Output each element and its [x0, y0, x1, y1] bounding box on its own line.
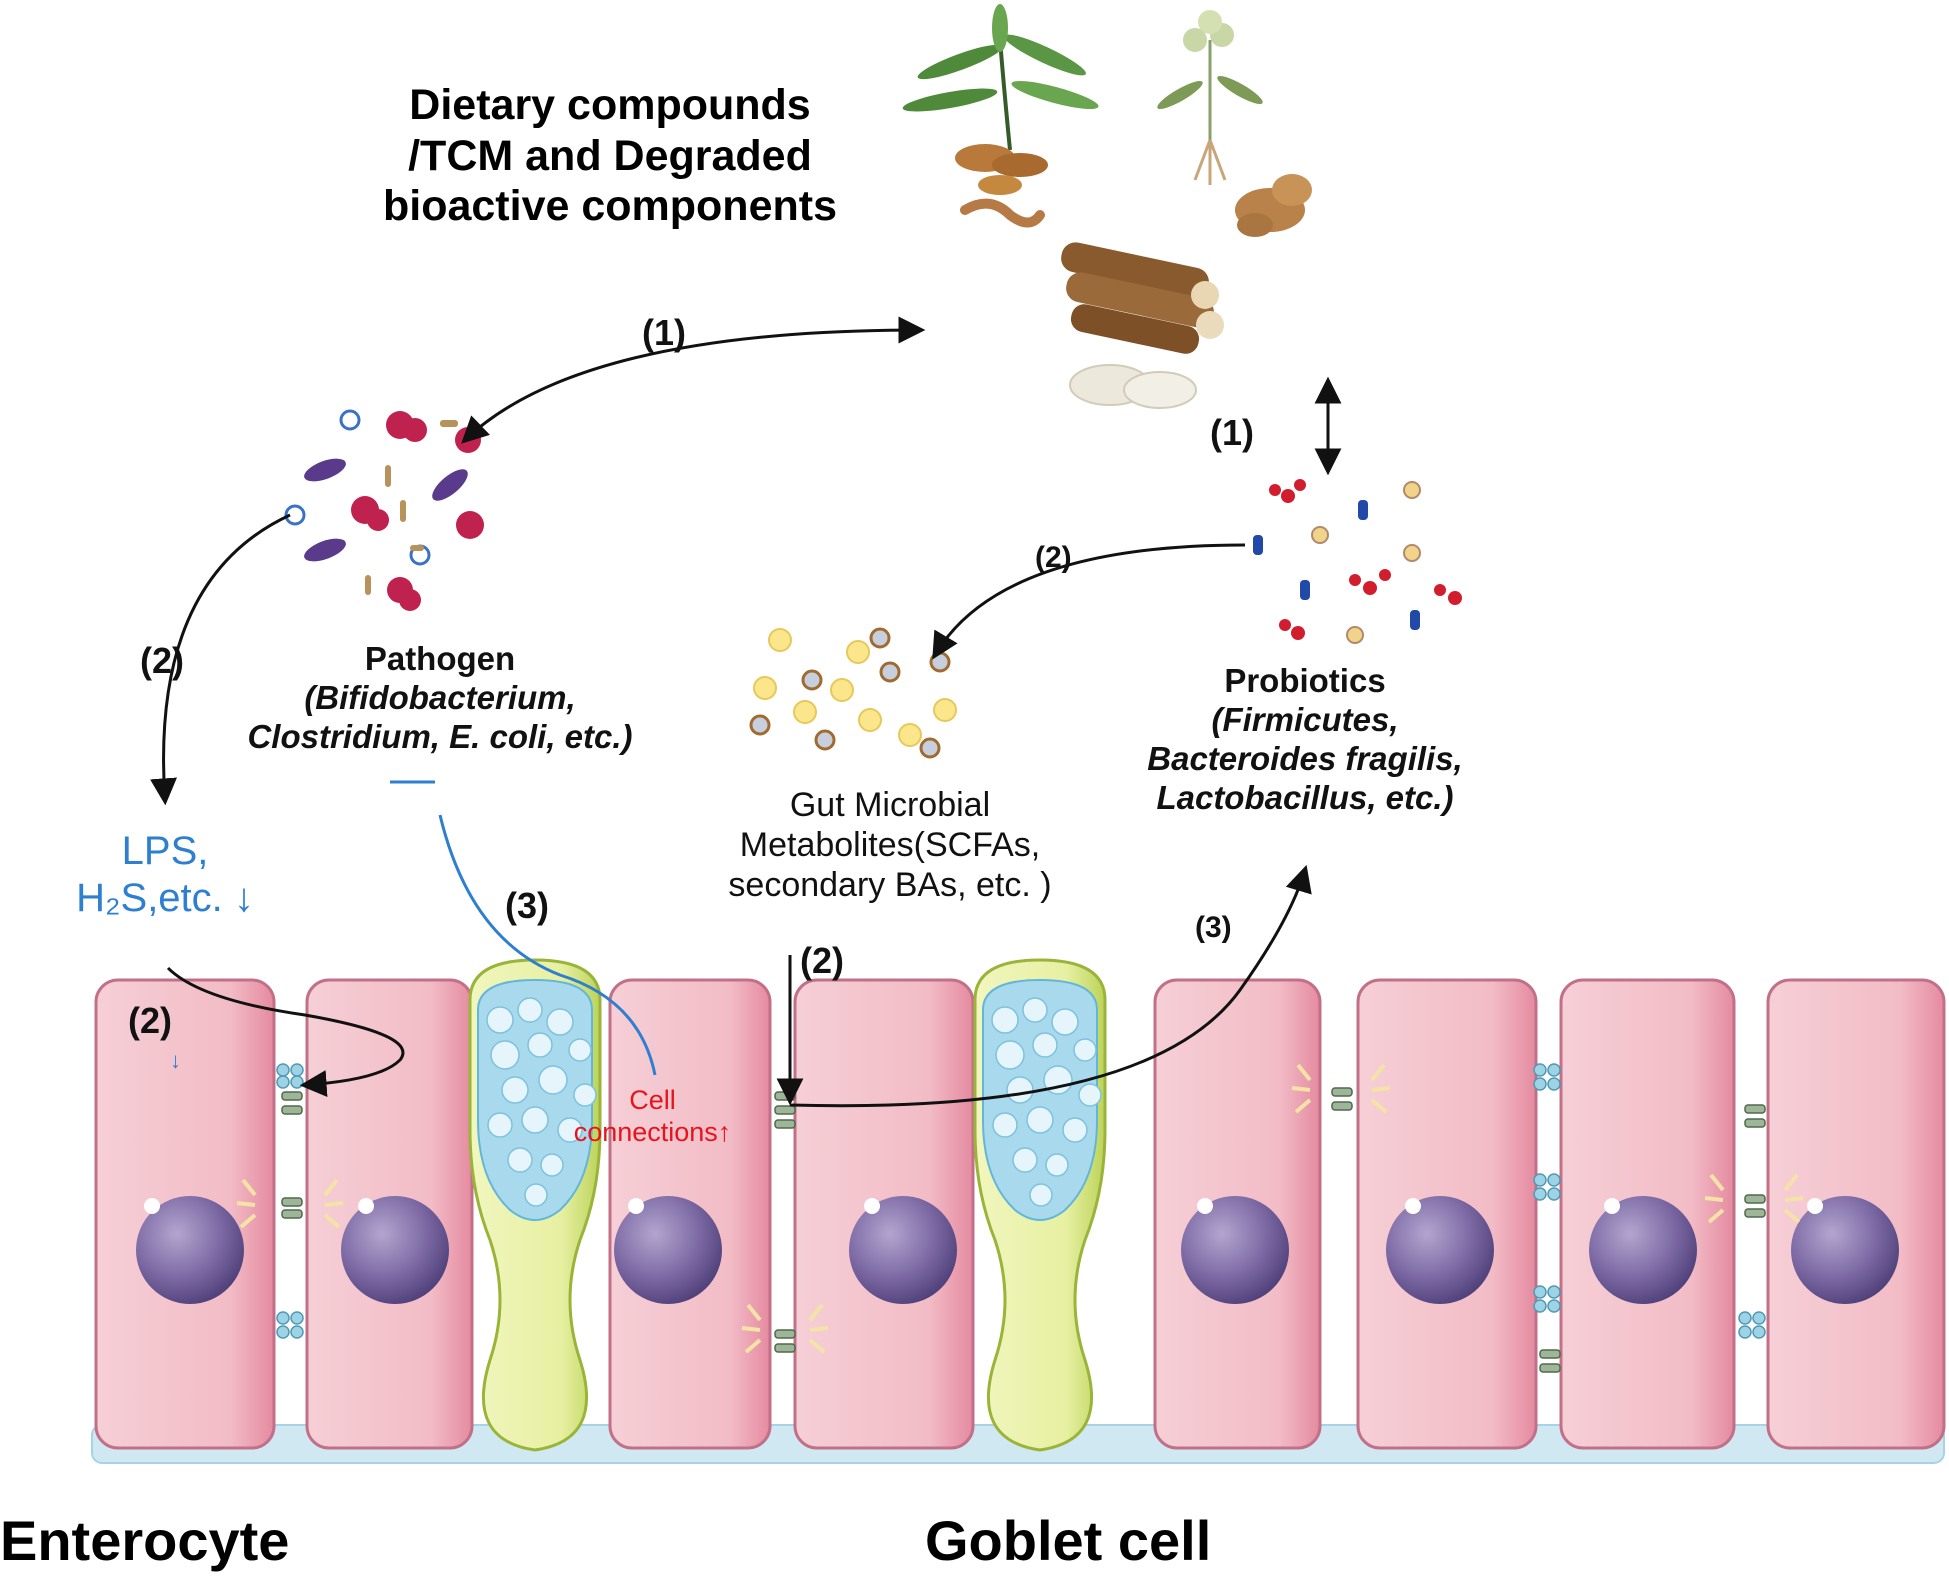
- pathogen-label: Pathogen (Bifidobacterium, Clostridium, …: [150, 640, 730, 757]
- lps-line: LPS,: [121, 829, 209, 873]
- metabolites-line: Gut Microbial: [789, 786, 991, 824]
- enterocyte-cell: [1153, 978, 1322, 1450]
- tight-junction-fibers: [236, 1063, 1804, 1354]
- dried-root-icon: [960, 198, 1045, 228]
- metabolites-line: Metabolites(SCFAs,: [739, 826, 1041, 865]
- metabolites-label: Gut Microbial Metabolites(SCFAs, seconda…: [640, 785, 1140, 905]
- enterocyte-cell: [793, 978, 975, 1450]
- step-label-probiotics-3: (3): [1195, 911, 1232, 944]
- step-label-top-1: (1): [642, 312, 686, 353]
- metabolite-dots-icon: [749, 627, 957, 759]
- goblet-cell-label: Goblet cell: [925, 1509, 1212, 1572]
- probiotic-cluster-icon: [1253, 479, 1462, 644]
- cell-connections-line: connections↑: [573, 1116, 732, 1147]
- probiotics-label: Probiotics (Firmicutes, Bacteroides frag…: [1075, 662, 1535, 818]
- cell-connections-line: Cell: [629, 1085, 676, 1115]
- enterocyte-cell: [1559, 978, 1736, 1450]
- arrow-left-2: [150, 513, 291, 806]
- desmosomes: [281, 1087, 1766, 1373]
- probiotics-examples: (Firmicutes,: [1211, 700, 1399, 738]
- ginger-root-icon: [1235, 174, 1312, 237]
- step-label-right-1: (1): [1210, 412, 1254, 453]
- step-label-probiotics-2: (2): [1035, 541, 1072, 574]
- enterocyte-label: Enterocyte: [0, 1509, 290, 1572]
- title-line: Dietary compounds: [409, 81, 811, 129]
- arrow-probiotics-3: [789, 864, 1312, 1108]
- arrow-probiotics-2: [932, 543, 1246, 660]
- cell-connections-label: Cell connections↑: [540, 1085, 765, 1149]
- root-plant-icon: [1157, 10, 1263, 185]
- metabolites-line: secondary BAs, etc. ): [728, 866, 1052, 905]
- pathogen-name: Pathogen: [364, 640, 516, 677]
- arrows: [150, 316, 1342, 1108]
- step-label-left-2: (2): [140, 640, 184, 681]
- goblet-cell: [468, 958, 602, 1452]
- herb-plant-icon: [902, 4, 1099, 195]
- diagram-title: Dietary compounds /TCM and Degraded bioa…: [330, 80, 890, 232]
- enterocyte-cell: [94, 978, 276, 1450]
- probiotics-name: Probiotics: [1224, 662, 1386, 699]
- enterocyte-cells: [94, 978, 1946, 1450]
- title-line: /TCM and Degraded: [408, 131, 812, 180]
- enterocyte-cell: [608, 978, 772, 1450]
- pathogen-examples: Clostridium, E. coli, etc.): [247, 717, 633, 755]
- root-slices-icon: [1061, 242, 1224, 354]
- step-label-metabolites-2: (2): [800, 940, 844, 981]
- enterocyte-cell: [1766, 978, 1946, 1450]
- goblet-cell: [973, 958, 1107, 1452]
- pathogen-examples: (Bifidobacterium,: [304, 678, 576, 716]
- arrow-pathogen-3: [438, 814, 657, 1076]
- enterocyte-cell: [305, 978, 474, 1450]
- bacteria-cluster-icon: [284, 409, 484, 611]
- arrow-enterocyte-2: [166, 966, 405, 1098]
- cell-junctions: [276, 1063, 1766, 1339]
- probiotics-examples: Bacteroides fragilis,: [1147, 739, 1463, 777]
- small-down-arrow-icon: ↓: [170, 1048, 181, 1073]
- arrow-top-1: [461, 316, 926, 444]
- probiotics-examples: Lactobacillus, etc.): [1156, 778, 1454, 816]
- enterocyte-cell: [1356, 978, 1538, 1450]
- step-label-pathogen-3: (3): [505, 885, 549, 926]
- lps-label: LPS, H₂S,etc. ↓: [20, 828, 310, 922]
- lps-line: H₂S,etc. ↓: [76, 876, 254, 921]
- step-label-enterocyte-2: (2): [128, 1000, 172, 1041]
- sliced-tablets-icon: [1069, 364, 1197, 409]
- title-line: bioactive components: [383, 182, 837, 231]
